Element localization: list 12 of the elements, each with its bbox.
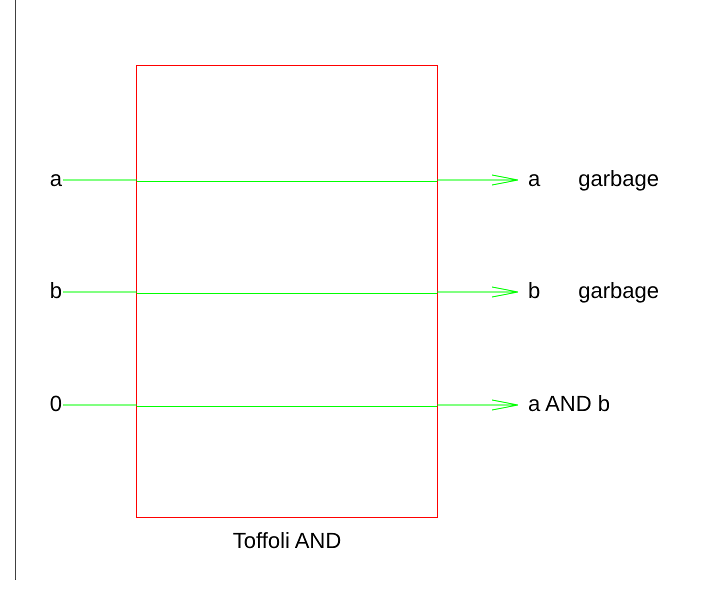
gate-label: Toffoli AND	[232, 528, 342, 554]
input-label: a	[50, 166, 62, 192]
input-label: b	[50, 278, 62, 304]
arrow	[436, 400, 518, 410]
input-label: 0	[50, 391, 62, 417]
output-label: a AND b	[528, 391, 610, 417]
output-note: garbage	[578, 166, 659, 192]
output-label: a	[528, 166, 540, 192]
arrow	[436, 286, 518, 298]
arrow	[436, 174, 518, 186]
output-note: garbage	[578, 278, 659, 304]
output-label: b	[528, 278, 540, 304]
